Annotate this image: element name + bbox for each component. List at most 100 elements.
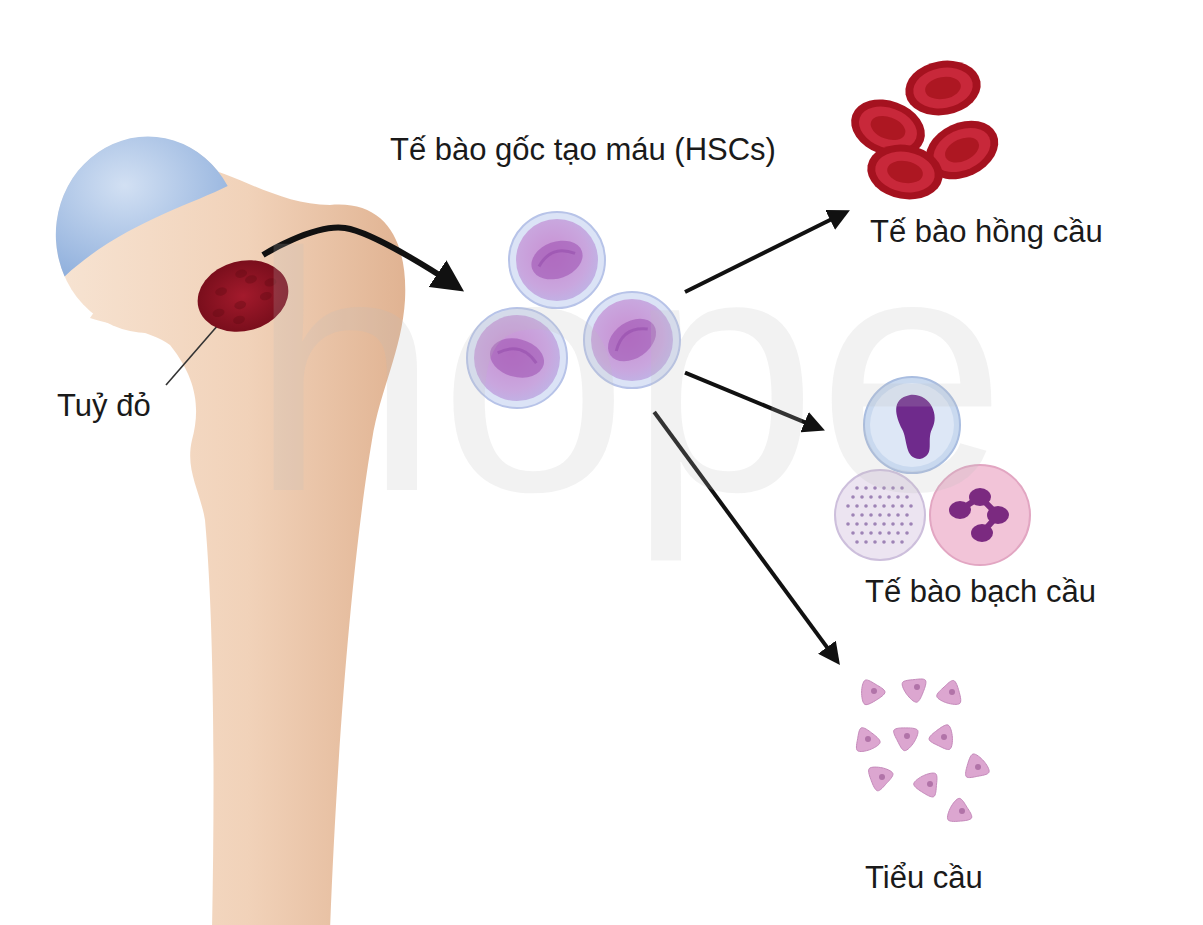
cell-granule xyxy=(860,495,864,499)
cell-nucleus xyxy=(600,310,664,370)
platelet-granule xyxy=(959,808,965,814)
cell-granule xyxy=(878,513,882,517)
red-blood-cells: Tế bào hồng cầu xyxy=(850,60,1115,250)
white-blood-cells: Tế bào bạch cầu xyxy=(825,380,1110,610)
nucleus-lobe xyxy=(971,524,993,542)
cell-granule xyxy=(855,486,859,490)
marrow-texture xyxy=(264,277,278,288)
node-label: Tế bào bạch cầu xyxy=(865,573,1096,610)
cell-membrane xyxy=(467,308,567,408)
marrow-texture xyxy=(259,291,273,302)
cell-granule xyxy=(882,540,886,544)
platelet xyxy=(947,798,971,821)
cell-granule xyxy=(896,495,900,499)
platelet-granule xyxy=(949,689,955,695)
nucleus-lobe xyxy=(949,501,971,519)
cell-membrane xyxy=(864,377,960,473)
platelet-body xyxy=(929,725,952,750)
cell-granule xyxy=(909,504,913,508)
cell-ring xyxy=(910,63,976,113)
stem-cell xyxy=(584,292,680,388)
arrow-connector xyxy=(685,215,841,292)
cell-granule xyxy=(896,531,900,535)
cell-granule xyxy=(909,522,913,526)
cell-granule xyxy=(855,504,859,508)
nucleus-lobe xyxy=(969,488,991,506)
node-label: Tế bào gốc tạo máu (HSCs) xyxy=(390,131,776,168)
cell-granule xyxy=(860,531,864,535)
red-blood-cell xyxy=(863,139,947,205)
platelet xyxy=(914,773,937,797)
articular-cartilage xyxy=(56,137,228,277)
cell-granule xyxy=(887,495,891,499)
cell-rim xyxy=(901,55,985,121)
node-label: Tiểu cầu xyxy=(865,859,983,896)
platelet-granule xyxy=(871,688,877,694)
marrow-texture xyxy=(244,274,258,285)
cell-granule xyxy=(878,495,882,499)
platelet-granule xyxy=(914,684,920,690)
platelets: Tiểu cầu xyxy=(840,665,1000,895)
cell-center xyxy=(867,112,908,145)
platelet xyxy=(869,767,893,791)
cell-granule xyxy=(891,504,895,508)
cell-granule xyxy=(878,531,882,535)
platelet xyxy=(856,728,880,752)
platelet xyxy=(902,679,926,702)
cell-granule xyxy=(887,531,891,535)
cell-granule xyxy=(905,495,909,499)
platelet xyxy=(894,728,918,751)
node-label: Tế bào hồng cầu xyxy=(870,213,1103,250)
nucleus-fold xyxy=(611,322,647,351)
nucleus-fold xyxy=(498,344,539,363)
cell-granule xyxy=(869,513,873,517)
cell-granule xyxy=(896,513,900,517)
cell-granule xyxy=(905,531,909,535)
platelet-granule xyxy=(904,733,910,739)
platelet-body xyxy=(966,754,990,778)
cell-granule xyxy=(882,504,886,508)
cell-granule xyxy=(864,486,868,490)
cell-granule xyxy=(882,486,886,490)
platelet xyxy=(937,680,961,704)
platelet-granule xyxy=(927,781,933,787)
cell-granule xyxy=(891,540,895,544)
cell-granule xyxy=(900,504,904,508)
cell-membrane xyxy=(835,470,925,560)
cell-granule xyxy=(900,486,904,490)
cell-granule xyxy=(900,540,904,544)
cell-center xyxy=(923,74,962,102)
arrow-connector xyxy=(685,373,816,427)
platelet xyxy=(929,725,952,750)
red-marrow: Tuỷ đỏ xyxy=(193,255,293,337)
white-blood-cell xyxy=(835,470,925,560)
cell-membrane xyxy=(584,292,680,388)
nucleus-lobe xyxy=(987,506,1009,524)
cell-body xyxy=(870,383,954,467)
cell-granule xyxy=(864,522,868,526)
cell-nucleus xyxy=(526,234,588,286)
cell-center xyxy=(885,158,924,186)
stem-cell-cluster: Tế bào gốc tạo máu (HSCs) xyxy=(465,205,685,412)
cell-granule xyxy=(882,522,886,526)
platelet xyxy=(966,754,990,778)
red-blood-cell xyxy=(901,55,985,121)
cell-granule xyxy=(846,522,850,526)
cell-nucleus xyxy=(896,395,935,459)
marrow-texture xyxy=(214,286,228,297)
white-blood-cell xyxy=(930,465,1030,565)
red-marrow-region xyxy=(190,250,297,341)
platelet-granule xyxy=(879,774,885,780)
nucleus-fold xyxy=(536,246,575,267)
platelet-body xyxy=(947,798,971,821)
cell-granule xyxy=(873,486,877,490)
arrow-connector xyxy=(654,412,834,657)
arrow-connector xyxy=(263,228,451,283)
cell-granule xyxy=(846,504,850,508)
cell-granule xyxy=(905,513,909,517)
platelet-granule xyxy=(865,736,871,742)
cell-granule xyxy=(864,504,868,508)
cell-membrane xyxy=(930,465,1030,565)
cell-granule xyxy=(873,504,877,508)
